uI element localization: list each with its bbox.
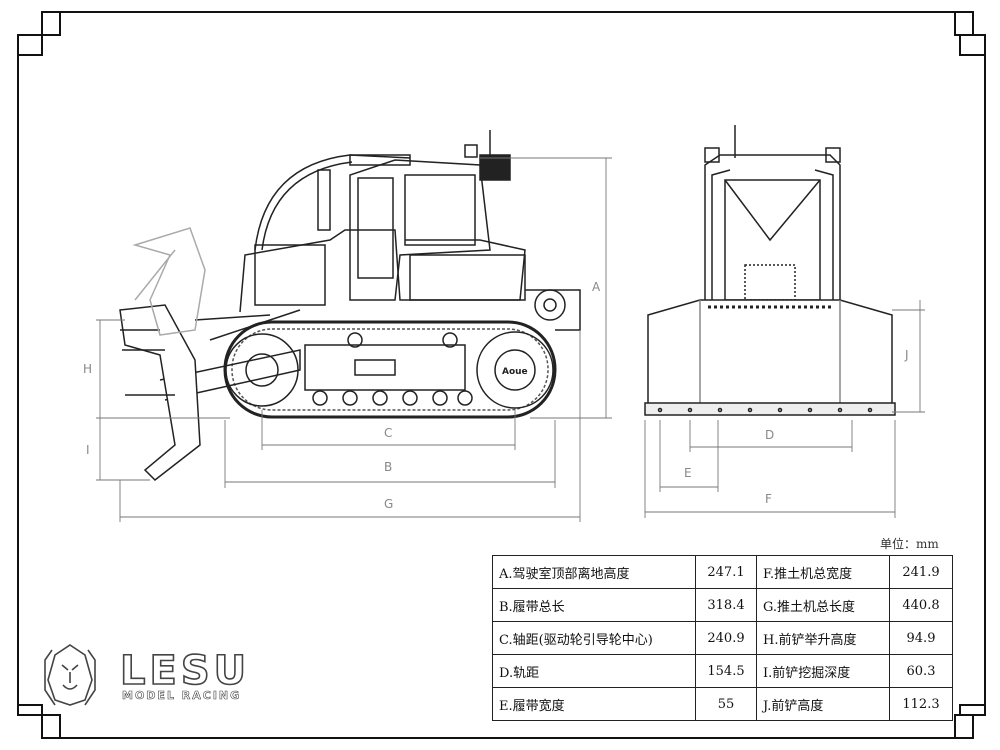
dim-label-c: C bbox=[384, 426, 393, 440]
spec-label: G.推土机总长度 bbox=[756, 588, 890, 622]
road-wheels bbox=[312, 390, 473, 406]
spec-value: 55 bbox=[695, 687, 757, 721]
spec-value: 240.9 bbox=[695, 621, 757, 655]
spec-label: F.推土机总宽度 bbox=[756, 555, 890, 589]
spec-value: 318.4 bbox=[695, 588, 757, 622]
table-row: E.履带宽度 55 J.前铲高度 112.3 bbox=[492, 687, 953, 721]
spec-value: 94.9 bbox=[889, 621, 953, 655]
dim-label-b: B bbox=[384, 460, 393, 474]
table-row: B.履带总长 318.4 G.推土机总长度 440.8 bbox=[492, 588, 953, 622]
dimension-lines bbox=[96, 157, 925, 522]
table-row: C.轴距(驱动轮引导轮中心) 240.9 H.前铲举升高度 94.9 bbox=[492, 621, 953, 655]
table-row: D.轨距 154.5 I.前铲挖掘深度 60.3 bbox=[492, 654, 953, 688]
border bbox=[17, 11, 986, 739]
side-view-dozer bbox=[119, 130, 581, 481]
dim-label-f: F bbox=[765, 492, 772, 506]
dim-label-h: H bbox=[83, 362, 93, 376]
spec-value: 60.3 bbox=[889, 654, 953, 688]
brand-tagline: MODEL RACING bbox=[122, 689, 242, 703]
spec-value: 241.9 bbox=[889, 555, 953, 589]
brand-logo: LESU bbox=[119, 647, 251, 695]
spec-label: H.前铲举升高度 bbox=[756, 621, 890, 655]
blade-bolts bbox=[657, 407, 873, 413]
table-row: A.驾驶室顶部离地高度 247.1 F.推土机总宽度 241.9 bbox=[492, 555, 953, 589]
spec-label: B.履带总长 bbox=[492, 588, 696, 622]
spec-value: 154.5 bbox=[695, 654, 757, 688]
spec-table: A.驾驶室顶部离地高度 247.1 F.推土机总宽度 241.9 B.履带总长 … bbox=[492, 555, 953, 721]
lion-logo bbox=[44, 644, 96, 706]
spec-value: 112.3 bbox=[889, 687, 953, 721]
dim-label-a: A bbox=[592, 280, 601, 294]
dim-label-g: G bbox=[384, 497, 394, 511]
spec-label: D.轨距 bbox=[492, 654, 696, 688]
spec-label: E.履带宽度 bbox=[492, 687, 696, 721]
spec-value: 247.1 bbox=[695, 555, 757, 589]
spec-label: J.前铲高度 bbox=[756, 687, 890, 721]
dim-label-i: I bbox=[86, 443, 90, 457]
spec-label: I.前铲挖掘深度 bbox=[756, 654, 890, 688]
front-view-dozer bbox=[644, 125, 896, 416]
spec-label: A.驾驶室顶部离地高度 bbox=[492, 555, 696, 589]
dim-label-j: J bbox=[905, 348, 909, 362]
spec-value: 440.8 bbox=[889, 588, 953, 622]
dim-label-d: D bbox=[765, 428, 775, 442]
spec-label: C.轴距(驱动轮引导轮中心) bbox=[492, 621, 696, 655]
unit-label: 单位：mm bbox=[880, 537, 939, 551]
dim-label-e: E bbox=[684, 466, 692, 480]
sprocket-badge: Aoue bbox=[502, 367, 528, 377]
